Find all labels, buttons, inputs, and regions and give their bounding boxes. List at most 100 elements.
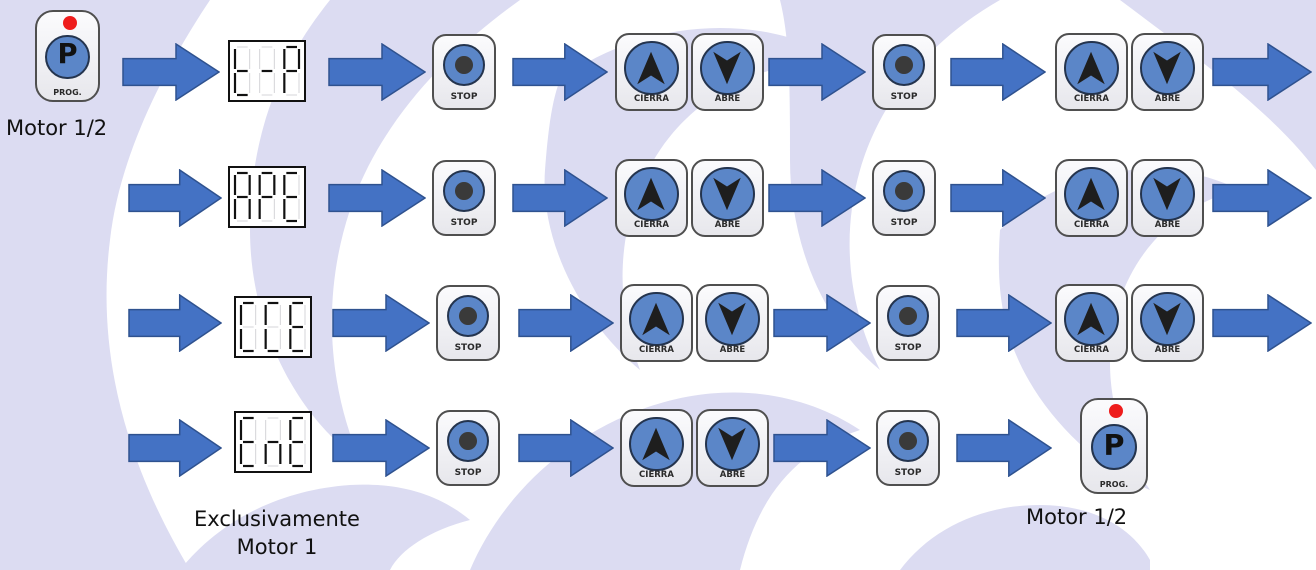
stop-button-label: STOP [450,218,478,228]
up-arrow-icon [1077,302,1106,336]
stop-button-ring [446,419,490,462]
cierra-button-ring [1064,167,1119,222]
stop-dot-icon [895,55,913,74]
exclusive-caption-line1: Exclusivamente [194,507,360,531]
right-arrow-icon [1212,169,1312,227]
right-arrow-icon [956,294,1052,352]
right-arrow-icon [328,169,426,227]
cierra-button-label: CIERRA [639,470,674,480]
right-arrow-icon [768,169,866,227]
cierra-button[interactable]: CIERRA [615,33,688,111]
abre-button[interactable]: ABRE [691,159,764,237]
stop-button-label: STOP [890,92,918,102]
up-arrow-icon [642,427,671,461]
stop-button[interactable]: STOP [436,410,500,486]
cierra-button[interactable]: CIERRA [620,409,693,487]
stop-dot-icon [899,306,917,325]
down-arrow-icon [1153,302,1182,336]
down-arrow-icon [713,177,742,211]
motor-start-caption: Motor 1/2 [6,116,108,140]
stop-button-ring [882,169,926,212]
red-led-icon [1109,404,1123,418]
cierra-button[interactable]: CIERRA [1055,159,1128,237]
abre-button[interactable]: ABRE [1131,284,1204,362]
right-arrow-icon [950,43,1046,101]
right-arrow-icon [122,43,220,101]
cierra-button[interactable]: CIERRA [620,284,693,362]
abre-button-label: ABRE [719,345,746,355]
abre-button[interactable]: ABRE [696,284,769,362]
stop-dot-icon [899,431,917,450]
stop-button-ring [882,43,926,86]
stop-button[interactable]: STOP [436,285,500,361]
down-arrow-icon [1153,51,1182,85]
right-arrow-icon [773,419,871,477]
prog-letter: P [1103,427,1125,462]
up-arrow-icon [642,302,671,336]
up-arrow-icon [637,51,666,85]
stop-button-label: STOP [450,92,478,102]
stop-button-label: STOP [894,468,922,478]
up-arrow-icon [1077,51,1106,85]
cierra-button-label: CIERRA [634,220,669,230]
prog-button-ring: P [45,35,90,80]
abre-button[interactable]: ABRE [1131,33,1204,111]
cierra-button-ring [629,417,684,472]
right-arrow-icon [128,294,222,352]
stop-button-ring [886,419,930,462]
cierra-button[interactable]: CIERRA [615,159,688,237]
stop-button[interactable]: STOP [872,160,936,236]
cierra-button-label: CIERRA [1074,220,1109,230]
stop-button-ring [442,43,486,86]
seven-segment-display: CCE [234,296,312,358]
stop-button[interactable]: STOP [432,160,496,236]
abre-button-label: ABRE [714,94,741,104]
stop-button-ring [442,169,486,212]
red-led-icon [62,16,77,30]
stop-button[interactable]: STOP [876,285,940,361]
right-arrow-icon [128,419,222,477]
abre-button-ring [700,41,755,96]
stop-button-ring [446,294,490,337]
stop-button[interactable]: STOP [432,34,496,110]
up-arrow-icon [637,177,666,211]
right-arrow-icon [512,43,608,101]
stop-button-ring [886,294,930,337]
stop-button-label: STOP [890,218,918,228]
stop-button[interactable]: STOP [872,34,936,110]
cierra-button[interactable]: CIERRA [1055,284,1128,362]
right-arrow-icon [1212,43,1312,101]
down-arrow-icon [713,51,742,85]
right-arrow-icon [332,419,430,477]
stop-button[interactable]: STOP [876,410,940,486]
seven-segment-display: EnE [234,411,312,473]
down-arrow-icon [1153,177,1182,211]
exclusive-caption-line2: Motor 1 [236,535,318,559]
abre-button-ring [705,292,760,347]
right-arrow-icon [512,169,608,227]
right-arrow-icon [332,294,430,352]
cierra-button-ring [1064,41,1119,96]
seven-segment-display: t-P [228,40,306,102]
cierra-button-label: CIERRA [1074,94,1109,104]
exclusive-motor-caption: Exclusivamente Motor 1 [172,505,382,561]
abre-button[interactable]: ABRE [1131,159,1204,237]
abre-button[interactable]: ABRE [691,33,764,111]
cierra-button[interactable]: CIERRA [1055,33,1128,111]
abre-button-label: ABRE [1154,94,1181,104]
motor-end-caption: Motor 1/2 [1026,505,1128,529]
seven-segment-display: APE [228,166,306,228]
stop-dot-icon [459,431,477,450]
abre-button-label: ABRE [719,470,746,480]
abre-button-label: ABRE [1154,345,1181,355]
stop-dot-icon [459,306,477,325]
cierra-button-ring [624,41,679,96]
stop-button-label: STOP [454,343,482,353]
abre-button[interactable]: ABRE [696,409,769,487]
stop-button-label: STOP [454,468,482,478]
cierra-button-label: CIERRA [1074,345,1109,355]
cierra-button-label: CIERRA [634,94,669,104]
cierra-button-label: CIERRA [639,345,674,355]
